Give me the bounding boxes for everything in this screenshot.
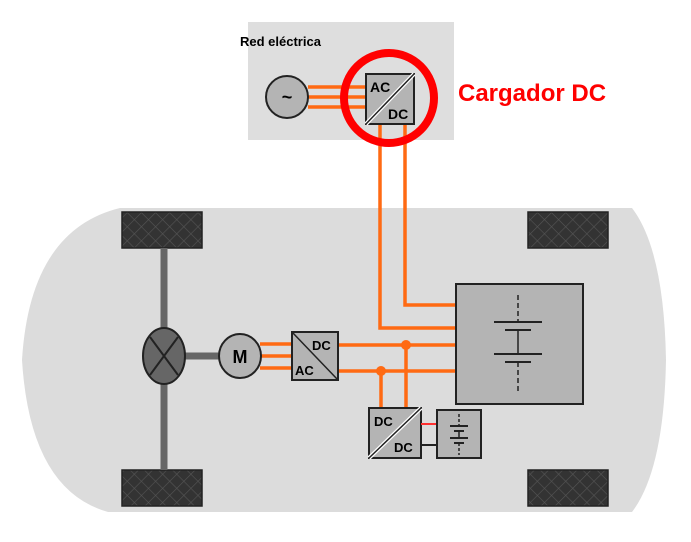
inverter-dc-label: DC	[312, 338, 331, 353]
inverter-ac-label: AC	[295, 363, 314, 378]
differential	[142, 327, 186, 385]
motor-label: M	[233, 347, 248, 367]
charger-label: Cargador DC	[458, 80, 606, 107]
charger-dc-label: DC	[388, 106, 408, 122]
charger-converter: AC DC	[364, 72, 416, 126]
inverter: DC AC	[291, 331, 339, 381]
ac-source: ~	[265, 75, 309, 119]
charger-highlight-circle	[340, 49, 438, 147]
power-lines	[260, 85, 456, 408]
dcdc-bottom-label: DC	[394, 440, 413, 455]
auxiliary-battery	[436, 409, 482, 459]
ac-source-symbol: ~	[282, 87, 293, 107]
motor: M	[218, 333, 262, 379]
wheel-front-right	[527, 211, 609, 249]
dcdc-converter: DC DC	[367, 406, 423, 460]
wheel-rear-left	[121, 469, 203, 507]
junction-dot	[401, 340, 411, 350]
traction-battery	[455, 283, 584, 405]
junction-dot	[376, 366, 386, 376]
charger-ac-label: AC	[370, 79, 390, 95]
wheel-rear-right	[527, 469, 609, 507]
grid-title: Red eléctrica	[240, 34, 322, 49]
dcdc-top-label: DC	[374, 414, 393, 429]
wheel-front-left	[121, 211, 203, 249]
